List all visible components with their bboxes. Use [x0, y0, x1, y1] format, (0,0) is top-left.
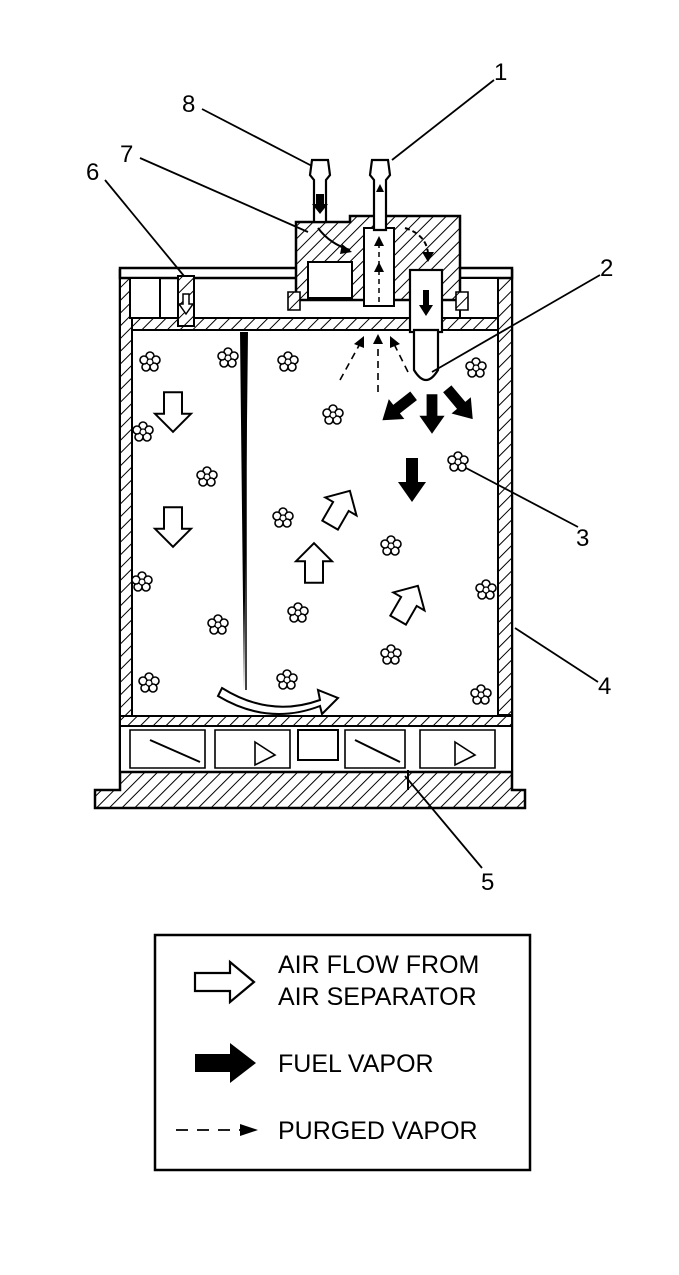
callout-labels: 1 2 3 4 5 6 7 8: [86, 59, 613, 896]
callout-8: 8: [182, 91, 195, 118]
fuel-vapor-legend-arrow: [195, 1043, 256, 1083]
legend-purged-vapor: PURGED VAPOR: [278, 1117, 478, 1145]
callout-1: 1: [494, 59, 507, 86]
legend-air-flow-line2: AIR SEPARATOR: [278, 983, 477, 1011]
callout-5: 5: [481, 869, 494, 896]
canister-base: [93, 715, 527, 810]
legend: AIR FLOW FROM AIR SEPARATOR FUEL VAPOR P…: [153, 933, 532, 1172]
charcoal-granules: [131, 347, 497, 705]
air-flow-arrows: [154, 391, 435, 716]
callout-2: 2: [600, 255, 613, 282]
leader-lines: [104, 79, 601, 869]
air-flow-legend-arrow: [193, 959, 256, 1005]
callout-3: 3: [576, 525, 589, 552]
legend-fuel-vapor: FUEL VAPOR: [278, 1050, 434, 1078]
callout-6: 6: [86, 159, 99, 186]
fuel-vapor-arrows: [374, 380, 483, 502]
callout-7: 7: [120, 141, 133, 168]
purged-vapor-arrows: [339, 334, 409, 392]
legend-air-flow-line1: AIR FLOW FROM: [278, 951, 479, 979]
purged-vapor-legend-arrowhead: [240, 1124, 258, 1136]
callout-4: 4: [598, 673, 611, 700]
valve-assembly: [287, 158, 469, 382]
